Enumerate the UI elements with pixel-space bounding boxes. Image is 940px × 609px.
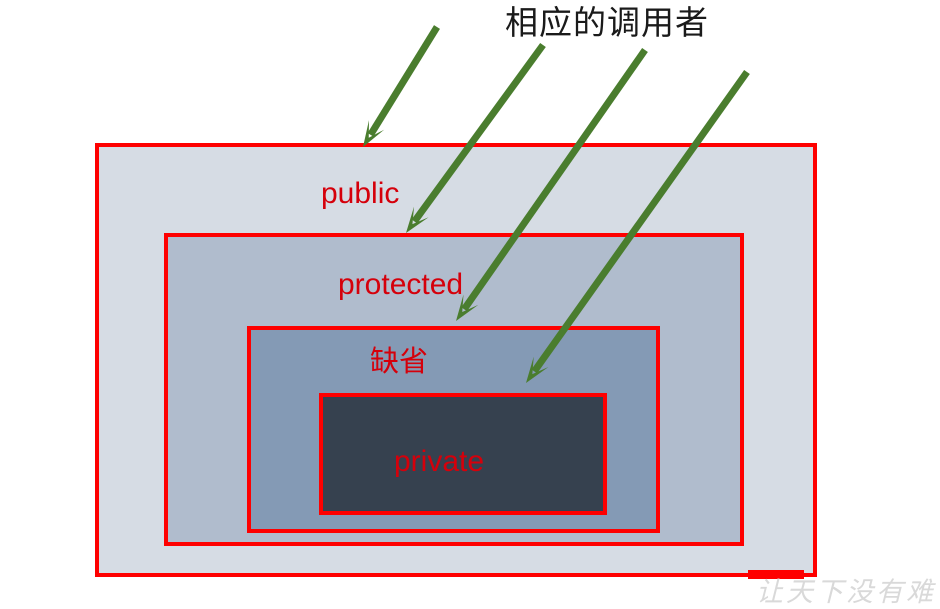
scope-box-default: 缺省 private: [247, 326, 660, 533]
arrow-to-public-shaft: [367, 25, 440, 137]
scope-label-private: private: [394, 445, 485, 478]
scope-label-protected: protected: [338, 268, 464, 301]
scope-box-protected: protected 缺省 private: [164, 233, 744, 546]
watermark-bar: [748, 570, 804, 579]
diagram-title: 相应的调用者: [505, 6, 709, 42]
scope-box-private: private: [319, 393, 607, 515]
scope-box-public: public protected 缺省 private: [95, 143, 817, 577]
arrow-to-public: [363, 25, 440, 147]
scope-label-public: public: [321, 177, 400, 210]
scope-label-default: 缺省: [370, 346, 429, 378]
watermark-text: 让天下没有难: [756, 577, 936, 607]
